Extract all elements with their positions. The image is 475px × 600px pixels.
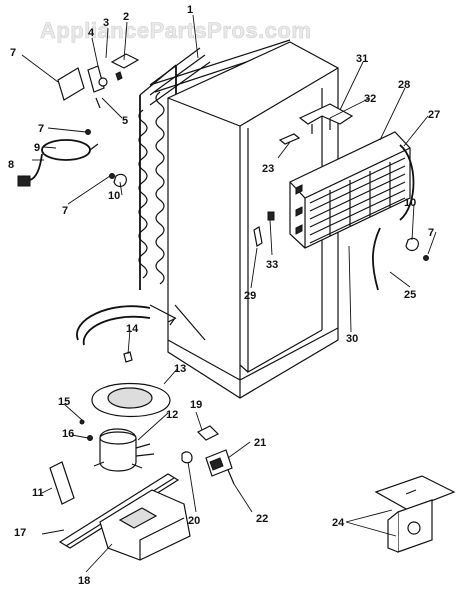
callout-29: 29 xyxy=(244,290,256,302)
tubing-arc xyxy=(76,305,151,341)
part-16 xyxy=(87,435,93,441)
base-pan xyxy=(99,489,191,561)
part-33-clip xyxy=(267,211,275,221)
callout-7: 7 xyxy=(62,205,68,217)
callout-15: 15 xyxy=(58,396,70,408)
part-10-clip-right xyxy=(405,237,419,252)
part-20-overload xyxy=(181,451,193,464)
drain-tube xyxy=(372,227,381,291)
callout-31: 31 xyxy=(356,53,368,65)
callout-2: 2 xyxy=(123,11,129,23)
capacitor xyxy=(205,449,235,485)
callout-28: 28 xyxy=(398,79,410,91)
callout-27: 27 xyxy=(428,109,440,121)
callout-21: 21 xyxy=(254,437,266,449)
compressor xyxy=(93,428,155,472)
callout-7: 7 xyxy=(38,123,44,135)
drip-pan xyxy=(91,383,171,418)
callout-30: 30 xyxy=(346,333,358,345)
leader-lines xyxy=(21,14,437,573)
callout-22: 22 xyxy=(256,513,268,525)
callout-23: 23 xyxy=(262,163,274,175)
callout-12: 12 xyxy=(166,409,178,421)
callout-5: 5 xyxy=(122,115,128,127)
callout-14: 14 xyxy=(126,323,139,335)
part-29-thermostat xyxy=(253,226,263,247)
part-19-relay xyxy=(196,425,220,441)
drain-heater-bracket xyxy=(298,103,354,134)
top-left-hardware xyxy=(57,53,140,179)
part-10-clip-left xyxy=(113,173,127,188)
callout-20: 20 xyxy=(188,515,200,527)
callout-10: 10 xyxy=(108,190,120,202)
condenser-fan-motor xyxy=(374,475,456,553)
watermark: AppliancePartsPros.com xyxy=(40,18,311,43)
callout-10: 10 xyxy=(404,197,416,209)
callout-7: 7 xyxy=(428,227,434,239)
callout-4: 4 xyxy=(88,27,95,39)
callout-17: 17 xyxy=(14,527,26,539)
callout-25: 25 xyxy=(404,289,416,301)
callout-19: 19 xyxy=(190,399,202,411)
part-23-clip xyxy=(278,133,301,145)
power-cord xyxy=(17,139,99,187)
part-7-screw-right xyxy=(423,255,429,261)
evaporator-coil xyxy=(289,131,415,249)
part-15 xyxy=(79,419,85,425)
callout-18: 18 xyxy=(78,575,90,587)
callout-numbers: 1234577778910101112131415161718192021222… xyxy=(8,4,440,587)
callout-24: 24 xyxy=(332,517,345,529)
callout-11: 11 xyxy=(32,487,44,499)
callout-32: 32 xyxy=(364,93,376,105)
callout-13: 13 xyxy=(174,363,186,375)
callout-3: 3 xyxy=(103,17,109,29)
callout-9: 9 xyxy=(34,142,40,154)
callout-33: 33 xyxy=(266,259,278,271)
callout-16: 16 xyxy=(62,428,74,440)
callout-8: 8 xyxy=(8,159,14,171)
callout-7: 7 xyxy=(10,47,16,59)
refrigerator-cabinet xyxy=(167,41,339,399)
callout-1: 1 xyxy=(187,4,193,16)
filter-drier xyxy=(49,461,75,505)
